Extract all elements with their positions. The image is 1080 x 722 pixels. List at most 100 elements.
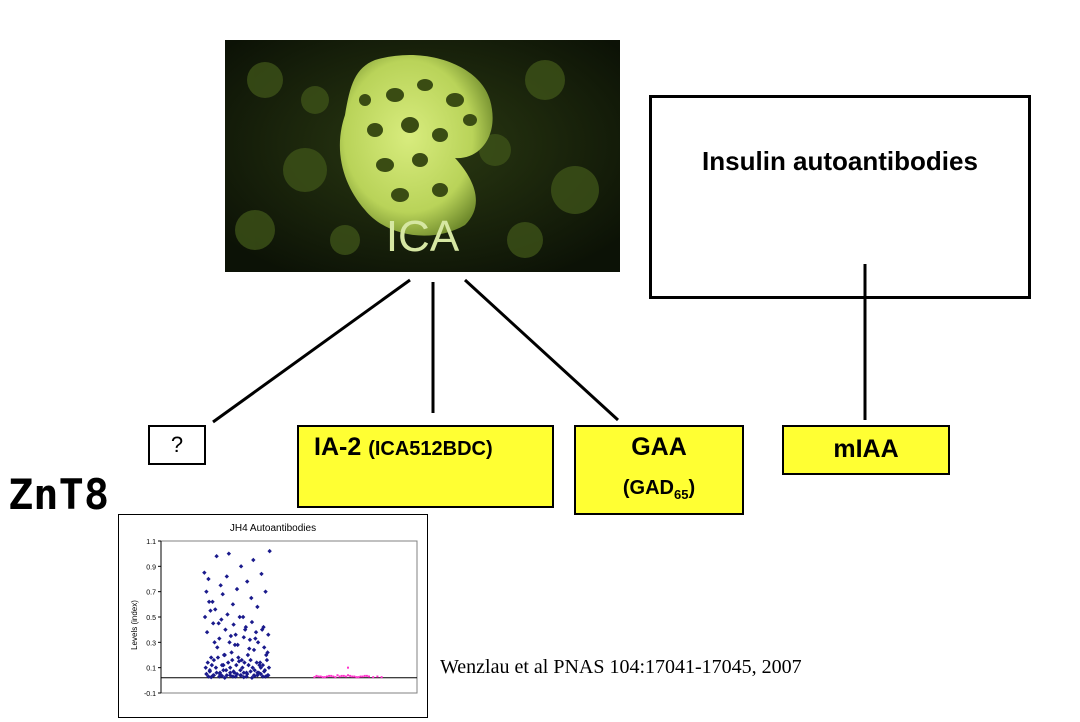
data-point-series-2 [330, 674, 333, 677]
data-point-series-1 [259, 571, 264, 577]
unknown-antigen-label: ? [170, 432, 184, 457]
chart-title: JH4 Autoantibodies [230, 523, 316, 534]
data-point-series-1 [266, 632, 271, 637]
data-point-series-1 [237, 614, 242, 620]
data-point-series-1 [260, 674, 266, 679]
data-point-series-2 [365, 674, 368, 677]
data-point-series-2 [353, 675, 356, 678]
data-point-series-2 [332, 675, 335, 678]
data-point-series-1 [264, 652, 269, 658]
data-point-series-2 [321, 676, 324, 679]
data-point-series-1 [262, 669, 267, 674]
data-point-series-1 [267, 548, 272, 554]
data-point-series-1 [231, 622, 236, 627]
data-point-series-1 [249, 595, 254, 601]
data-point-series-2 [368, 675, 370, 678]
data-point-series-1 [246, 662, 251, 668]
data-point-series-1 [238, 673, 244, 678]
data-point-series-1 [245, 579, 250, 584]
data-point-series-2 [317, 675, 320, 678]
data-point-series-1 [213, 665, 219, 670]
ia2-label: IA-2 [314, 433, 362, 461]
data-point-series-2 [319, 675, 322, 678]
data-point-series-1 [217, 671, 223, 677]
y-tick-label: 1.1 [146, 539, 156, 546]
data-point-series-2 [351, 675, 354, 678]
data-point-series-2 [359, 675, 362, 678]
data-point-series-1 [203, 665, 208, 670]
data-point-series-1 [213, 607, 218, 612]
insulin-autoantibodies-title: Insulin autoantibodies [702, 146, 978, 176]
y-tick-label: 0.1 [146, 666, 156, 673]
data-point-series-1 [204, 630, 210, 635]
data-point-series-2 [361, 675, 364, 678]
data-point-series-1 [247, 637, 253, 642]
data-point-series-2 [334, 676, 337, 679]
data-point-series-1 [235, 642, 240, 648]
data-point-series-1 [233, 632, 238, 637]
ica-islet-image: ICA [225, 40, 620, 272]
data-point-series-1 [217, 636, 222, 641]
data-point-series-2 [349, 674, 352, 677]
znt8-label: ZnT8 [8, 470, 110, 519]
jh4-scatter-chart: JH4 Autoantibodies Levels (index) 1.1 0.9… [130, 523, 418, 698]
chart-plot-area [160, 540, 418, 694]
data-point-series-1 [231, 669, 236, 674]
data-point-series-1 [204, 671, 209, 677]
jh4-chart-panel: JH4 Autoantibodies Levels (index) 1.1 0.9… [118, 514, 428, 718]
data-point-series-1 [211, 621, 216, 626]
miaa-box: mIAA [782, 425, 950, 475]
connector-ica-to-unknown [212, 278, 411, 424]
y-tick-label: 0.9 [146, 564, 156, 571]
data-point-series-1 [249, 619, 255, 625]
miaa-label: mIAA [833, 435, 899, 463]
data-point-series-1 [234, 586, 240, 592]
data-point-series-1 [234, 671, 240, 677]
data-point-series-1 [208, 655, 214, 660]
data-point-series-1 [212, 640, 217, 645]
gad65-label: (GAD65) [622, 477, 696, 502]
data-point-series-1 [253, 636, 258, 641]
y-tick-label: 0.3 [146, 640, 156, 647]
data-point-series-1 [248, 657, 253, 663]
data-point-series-1 [226, 551, 232, 556]
citation-text: Wenzlau et al PNAS 104:17041-17045, 2007 [440, 656, 802, 678]
data-point-series-1 [255, 640, 261, 645]
data-point-series-1 [245, 652, 251, 658]
data-point-series-2 [357, 676, 360, 679]
data-point-series-1 [202, 614, 208, 620]
unknown-antigen-box: ? [148, 425, 206, 465]
data-point-series-1 [228, 665, 233, 670]
data-point-series-2 [355, 676, 358, 679]
data-point-series-1 [202, 570, 207, 575]
data-point-series-1 [263, 674, 268, 679]
y-tick-label: -0.1 [144, 691, 156, 698]
data-point-series-1 [227, 640, 232, 645]
data-point-series-1 [236, 655, 241, 660]
data-point-series-1 [214, 670, 219, 675]
data-point-series-1 [266, 665, 272, 670]
data-point-series-2 [323, 676, 326, 679]
data-point-series-1 [207, 669, 212, 674]
chart-y-axis-label: Levels (index) [130, 600, 139, 650]
data-point-series-1 [230, 674, 236, 679]
data-point-series-1 [214, 554, 219, 559]
data-point-series-1 [224, 673, 229, 678]
insulin-autoantibodies-box: Insulin autoantibodies [649, 95, 1031, 299]
data-point-series-2 [363, 674, 366, 677]
data-point-series-1 [225, 660, 231, 665]
data-point-series-2 [347, 674, 349, 677]
data-point-series-1 [215, 655, 221, 660]
data-point-series-1 [241, 635, 246, 640]
data-point-series-1 [240, 614, 246, 620]
data-point-series-1 [215, 645, 220, 650]
data-point-series-1 [233, 674, 238, 679]
data-point-series-1 [251, 647, 257, 653]
data-point-series-1 [206, 599, 212, 604]
data-point-series-1 [211, 673, 217, 678]
data-point-series-1 [205, 660, 210, 665]
data-point-series-1 [209, 662, 215, 668]
data-point-series-2 [342, 674, 345, 677]
data-point-series-1 [219, 617, 224, 622]
data-point-series-1 [217, 674, 222, 679]
